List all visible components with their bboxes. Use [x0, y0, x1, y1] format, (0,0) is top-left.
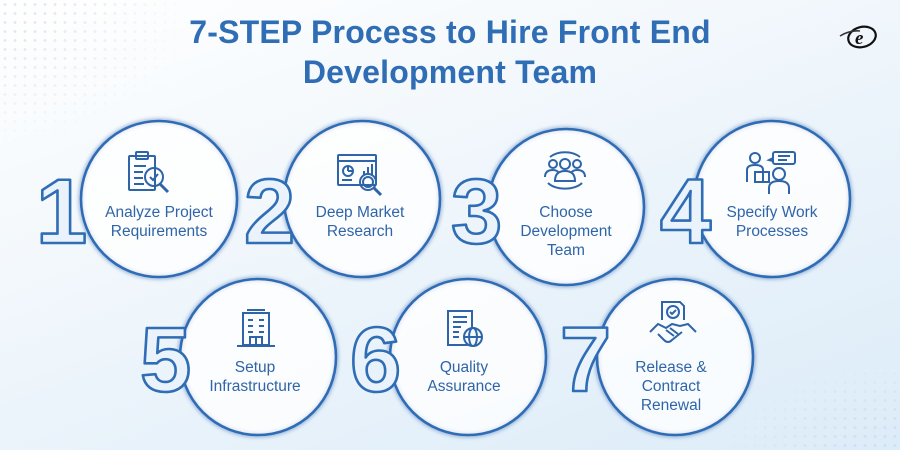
step-6-number: 6	[350, 309, 401, 411]
step-3-number: 3	[451, 161, 502, 263]
step-4-number: 4	[660, 161, 711, 263]
step-7-circle	[595, 277, 755, 437]
meeting-laptop-chat-icon	[746, 151, 796, 194]
step-2-circle	[282, 119, 442, 279]
page-title: 7-STEP Process to Hire Front End Develop…	[0, 12, 900, 92]
step-6-circle	[388, 277, 548, 437]
step-2-label: Deep Market Research	[315, 204, 405, 240]
step-1-number: 1	[36, 161, 87, 263]
step-5-circle	[178, 277, 338, 437]
step-1-label: Analyze Project Requirements	[105, 204, 213, 240]
team-group-icon	[544, 151, 586, 190]
step-7-number: 7	[560, 309, 611, 411]
step-5-number: 5	[140, 309, 191, 411]
step-3-label: Choose Development Team	[520, 204, 612, 259]
step-5-label: Setup Infrastructure	[209, 359, 301, 395]
step-4-label: Specify Work Processes	[726, 204, 818, 240]
e-logo-icon: e	[839, 25, 877, 49]
document-globe-icon	[447, 310, 483, 347]
clipboard-magnifier-check-icon	[128, 151, 170, 194]
office-building-icon	[237, 309, 275, 347]
step-4-circle	[692, 119, 852, 279]
handshake-contract-icon	[649, 301, 697, 343]
title-line-2: Development Team	[302, 54, 598, 90]
step-6-label: Quality Assurance	[427, 359, 501, 395]
step-3-circle	[486, 127, 646, 287]
step-7-label: Release & Contract Renewal	[635, 359, 707, 414]
svg-text:e: e	[855, 28, 864, 49]
step-2-number: 2	[244, 161, 295, 263]
title-line-1: 7-STEP Process to Hire Front End	[189, 14, 711, 50]
dashboard-chart-magnifier-icon	[337, 154, 383, 197]
step-1-circle	[79, 119, 239, 279]
